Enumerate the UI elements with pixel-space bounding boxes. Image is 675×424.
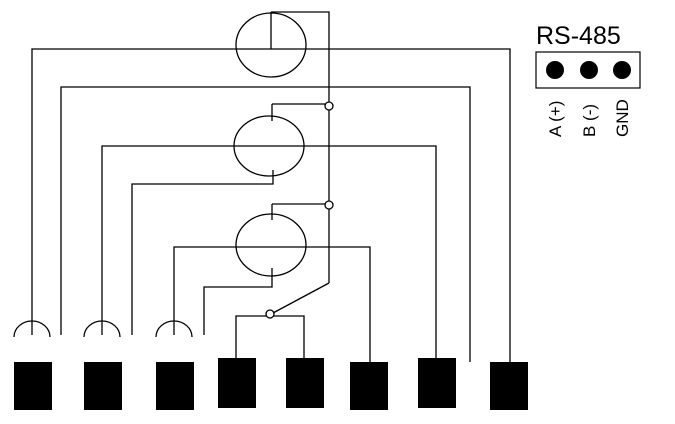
wire-terminal-2-to-7	[101, 145, 437, 362]
hooks	[13, 320, 193, 338]
terminal-2	[84, 362, 122, 410]
coil-1-return	[271, 11, 330, 107]
rs485-connector: RS-485 A (+) B (-) GND	[535, 22, 641, 137]
terminal-3	[156, 362, 194, 410]
wire-hook-2-to-coil-2	[131, 170, 274, 335]
wire-coil-1-to-terminal-7	[275, 86, 471, 362]
coil-2	[233, 115, 305, 177]
wire-hook-3-to-coil-3	[203, 268, 273, 335]
switch-contacts	[235, 315, 305, 362]
pin-a-dot	[546, 61, 564, 79]
wire-hook-1-to-terminal-7	[60, 86, 275, 335]
terminal-8	[490, 362, 528, 410]
terminal-4	[218, 358, 256, 408]
wire-terminal-3-to-6	[173, 246, 371, 362]
terminal-1	[14, 362, 52, 410]
terminal-7	[418, 358, 456, 408]
pin-a-label: A (+)	[546, 101, 565, 137]
junction-3	[265, 309, 275, 319]
pin-b-label: B (-)	[580, 104, 599, 137]
switch-arm	[272, 282, 330, 314]
terminal-6	[350, 362, 388, 410]
hook-2	[83, 320, 121, 338]
pin-gnd-label: GND	[613, 99, 632, 137]
wires	[31, 11, 511, 362]
hook-1	[13, 320, 51, 338]
junction-1	[324, 101, 334, 111]
pin-gnd-dot	[613, 61, 631, 79]
terminals	[14, 358, 528, 410]
connector-title: RS-485	[536, 22, 621, 50]
junctions	[265, 101, 334, 319]
pin-b-dot	[580, 61, 598, 79]
junction-2	[324, 200, 334, 210]
coil-1	[235, 12, 307, 78]
terminal-5	[286, 358, 324, 408]
coil-3	[235, 213, 307, 277]
hook-3	[155, 320, 193, 338]
coils	[233, 12, 307, 277]
